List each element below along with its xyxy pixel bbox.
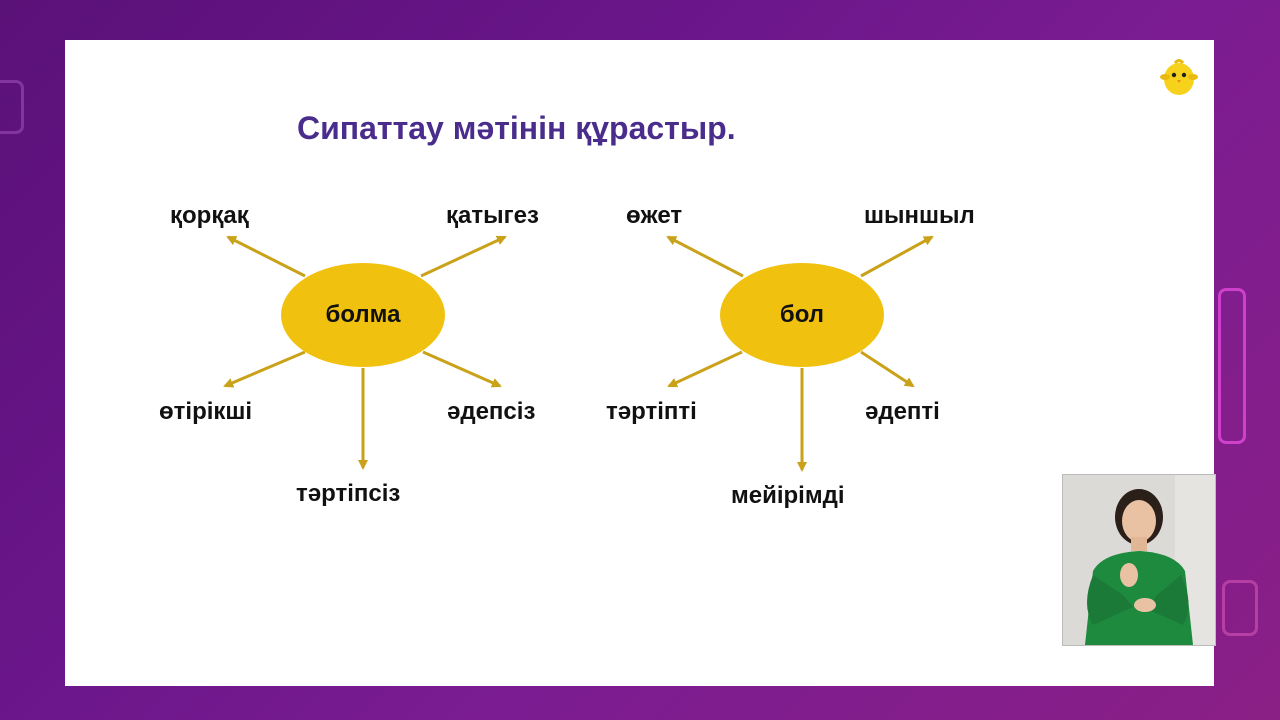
arrow-to-tartipti <box>667 350 743 388</box>
word-tartipti: тәртіпті <box>606 398 697 425</box>
decorative-phone-outline <box>1218 288 1246 444</box>
arrow-to-ozhet <box>666 235 744 278</box>
arrow-to-otirikshi <box>223 350 306 388</box>
yellow-chick-icon <box>1160 59 1198 95</box>
word-ozhet: өжет <box>626 202 683 229</box>
diagram-bolma <box>223 235 507 470</box>
slide-title: Сипаттау мәтінін құрастыр. <box>297 110 736 146</box>
diagram-bol <box>666 235 934 472</box>
arrow-to-adepsiz <box>422 350 502 388</box>
word-qatygez: қатыгез <box>446 202 539 229</box>
word-adepsiz: әдепсіз <box>447 398 536 425</box>
center-label-bol: бол <box>779 301 825 328</box>
word-adepti: әдепті <box>865 398 940 425</box>
arrow-to-adepti <box>860 350 915 388</box>
word-diagrams <box>223 235 934 472</box>
word-tartipsiz: тәртіпсіз <box>296 480 401 507</box>
arrow-to-qatygez <box>420 235 507 278</box>
interpreter-figure <box>1063 475 1215 645</box>
word-meyirimdi: мейірімді <box>731 482 845 509</box>
center-ellipse-bolma <box>281 263 445 367</box>
center-label-bolma: болма <box>325 301 401 328</box>
word-shynshyl: шыншыл <box>864 202 975 229</box>
sign-language-interpreter <box>1062 474 1216 646</box>
word-qorqaq: қорқақ <box>170 202 249 229</box>
arrow-to-qorqaq <box>226 235 306 278</box>
slide-panel: Сипаттау мәтінін құрастыр. болма қор <box>65 40 1214 686</box>
decorative-outline-left <box>0 80 24 134</box>
decorative-stack-outline <box>1222 580 1258 636</box>
center-ellipse-bol <box>720 263 884 367</box>
word-otirikshi: өтірікші <box>159 398 253 425</box>
arrow-to-shynshyl <box>860 235 934 278</box>
